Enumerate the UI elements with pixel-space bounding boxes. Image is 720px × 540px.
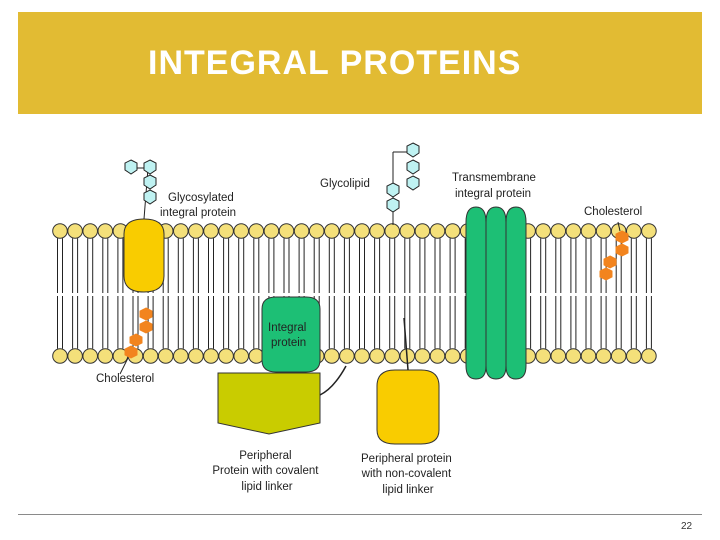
- lipid-head: [82, 348, 98, 364]
- integral-protein: [261, 296, 321, 373]
- transmembrane-protein-center: [485, 206, 507, 380]
- glycoprotein-sugar-chain: [124, 159, 157, 220]
- lipid-head: [52, 348, 68, 364]
- lipid-head: [595, 223, 612, 239]
- title-bar: [18, 12, 702, 114]
- glycosylated-protein: [123, 218, 165, 293]
- lipid-head: [278, 223, 295, 239]
- lipid-head: [308, 223, 325, 239]
- glycolipid-sugar-chain: [386, 142, 420, 225]
- lipid-head: [369, 223, 385, 239]
- lipid-head: [263, 223, 280, 239]
- lipid-head: [565, 223, 582, 239]
- lipid-head: [384, 348, 401, 364]
- lipid-head: [52, 223, 68, 239]
- transmembrane-protein-left: [465, 206, 487, 380]
- lipid-head: [429, 348, 446, 364]
- lipid-head: [188, 348, 204, 364]
- lipid-head: [218, 223, 234, 239]
- lipid-head: [203, 223, 219, 239]
- lipid-head: [535, 223, 552, 239]
- lipid-head: [233, 348, 249, 364]
- lipid-head: [67, 223, 83, 239]
- lipid-head: [173, 223, 189, 239]
- label-glycolipid: Glycolipid: [320, 178, 370, 190]
- lipid-head: [414, 223, 431, 239]
- lipid-head: [429, 223, 446, 239]
- lipid-head: [173, 348, 189, 364]
- lipid-head: [535, 348, 552, 364]
- lipid-head: [218, 348, 234, 364]
- label-glycosylated: Glycosylated integral protein: [160, 192, 237, 219]
- lipid-head: [369, 348, 385, 364]
- lipid-head: [324, 348, 340, 364]
- label-peripheral-noncovalent: Peripheral protein with non-covalent lip…: [361, 453, 455, 496]
- lipid-head: [580, 348, 597, 364]
- lipid-head: [97, 348, 114, 364]
- lipid-head: [142, 348, 159, 364]
- lipid-head: [324, 223, 340, 239]
- lipid-head: [550, 223, 567, 239]
- lipid-head: [641, 223, 657, 239]
- lipid-head: [565, 348, 582, 364]
- lipid-head: [399, 223, 416, 239]
- lipid-head: [444, 223, 461, 239]
- lipid-head: [444, 348, 461, 364]
- lipid-head: [641, 348, 657, 364]
- lipid-head: [339, 223, 355, 239]
- label-integral: Integral protein: [268, 322, 310, 349]
- transmembrane-protein-right: [505, 206, 527, 380]
- lipid-head: [610, 348, 627, 364]
- footer-rule: [18, 514, 702, 515]
- lipid-head: [626, 223, 642, 239]
- cholesterol-right: [599, 221, 629, 281]
- lipid-head: [157, 348, 174, 364]
- label-cholesterol-right: Cholesterol: [584, 206, 642, 218]
- lipid-head: [384, 223, 401, 239]
- lipid-head: [248, 348, 265, 364]
- lipid-head: [580, 223, 597, 239]
- noncovalent-lipid-linker: [403, 317, 409, 371]
- label-peripheral-covalent: Peripheral Protein with covalent lipid l…: [212, 450, 321, 493]
- label-transmembrane: Transmembrane integral protein: [452, 172, 539, 200]
- lipid-head: [550, 348, 567, 364]
- lipid-head: [188, 223, 204, 239]
- covalent-lipid-linker: [319, 365, 347, 396]
- lipid-head: [354, 348, 370, 364]
- lipid-head: [339, 348, 355, 364]
- lipid-head: [293, 223, 310, 239]
- slide-title: INTEGRAL PROTEINS: [148, 44, 522, 82]
- lipid-head: [67, 348, 83, 364]
- lipid-head: [595, 348, 612, 364]
- peripheral-covalent-protein: [217, 372, 321, 435]
- cholesterol-left: [119, 307, 153, 375]
- page-number: 22: [681, 521, 693, 532]
- lipid-head: [414, 348, 431, 364]
- label-cholesterol-left: Cholesterol: [96, 373, 154, 385]
- lipid-head: [626, 348, 642, 364]
- lipid-head: [354, 223, 370, 239]
- lipid-head: [82, 223, 98, 239]
- peripheral-noncovalent-protein: [376, 369, 440, 445]
- lipid-head: [97, 223, 114, 239]
- lipid-head: [248, 223, 265, 239]
- lipid-head: [203, 348, 219, 364]
- lipid-head: [233, 223, 249, 239]
